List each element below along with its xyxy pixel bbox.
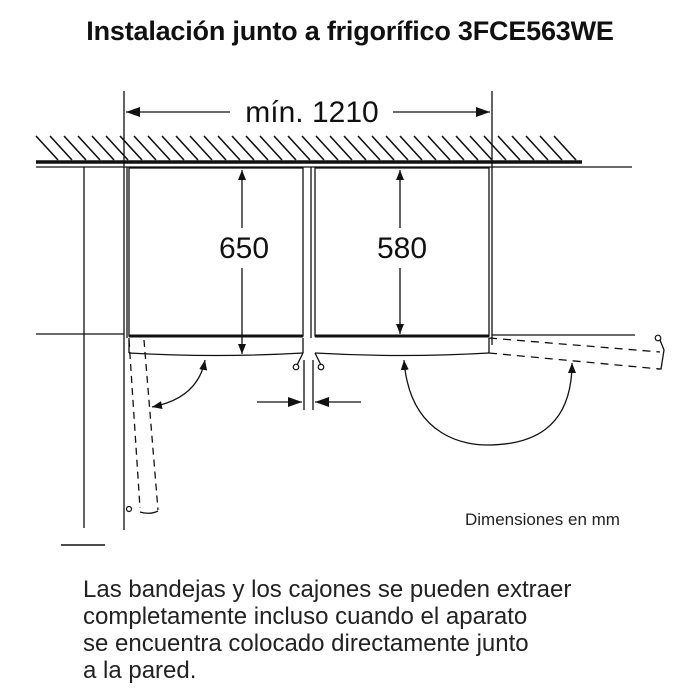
diagram-title: Instalación junto a frigorífico 3FCE563W… (86, 16, 614, 46)
note-line: a la pared. (83, 657, 197, 684)
width-dimension-label: mín. 1210 (245, 96, 378, 129)
width-dimension (123, 91, 493, 530)
wall-line (36, 160, 632, 168)
note-line: se encuentra colocado directamente junto (83, 630, 529, 657)
left-furniture (36, 167, 124, 546)
gap-dimension (257, 360, 361, 410)
right-depth-label: 580 (377, 232, 427, 265)
right-door-swing-arc (400, 359, 576, 446)
left-appliance-door (128, 338, 304, 366)
installation-note: Las bandejas y los cajones se pueden ext… (83, 576, 571, 684)
right-appliance-body (310, 167, 490, 338)
left-door-swing-arc (151, 359, 208, 410)
right-door-open-dashed (488, 337, 661, 370)
wall-hatching (35, 135, 577, 161)
left-appliance-body (126, 167, 304, 338)
units-label: Dimensiones en mm (465, 510, 620, 529)
note-line: Las bandejas y los cajones se pueden ext… (83, 576, 572, 603)
note-line: completamente incluso cuando el aparato (83, 603, 528, 630)
right-appliance-door (314, 338, 490, 366)
left-door-open-dashed (128, 339, 159, 511)
hinge-markers (292, 334, 662, 371)
left-depth-label: 650 (219, 232, 269, 265)
